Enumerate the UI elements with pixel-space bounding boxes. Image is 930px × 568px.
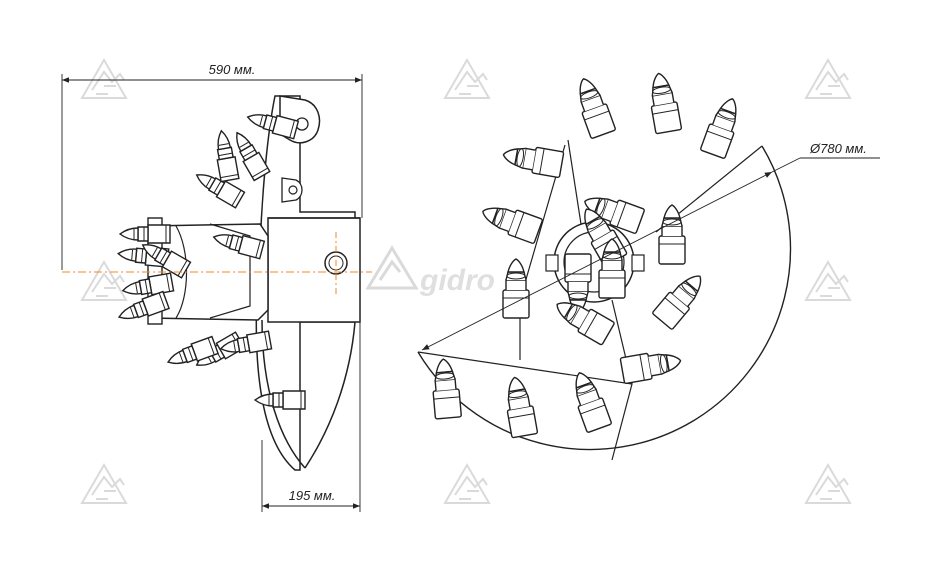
dimension-flange-length: 195 мм. <box>289 488 336 503</box>
side-view: 590 мм. 195 мм. <box>61 62 372 512</box>
dimension-overall-length: 590 мм. <box>209 62 256 77</box>
watermark-brand: gidro <box>419 264 495 297</box>
dimension-diameter: Ø780 мм. <box>809 141 867 156</box>
front-view: Ø780 мм. <box>417 70 880 461</box>
